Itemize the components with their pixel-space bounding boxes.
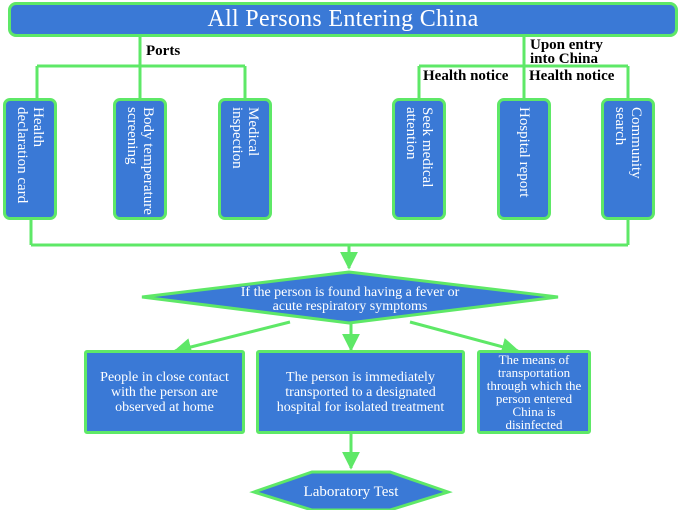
health-notice-right-label: Health notice (529, 68, 615, 84)
entry-measure-community-search: Community search (601, 98, 655, 220)
entry-measure-hospital-report: Hospital report (497, 98, 551, 220)
condition-diamond (141, 270, 559, 325)
title-box: All Persons Entering China (8, 2, 678, 37)
port-measure-health-declaration: Health declaration card (3, 98, 57, 220)
action-home-observation: People in close contact with the person … (84, 350, 245, 434)
lab-test-shape (249, 470, 453, 510)
condition-text: If the person is found having a fever or… (240, 285, 460, 314)
entry-measure-seek-medical: Seek medical attention (392, 98, 446, 220)
action-hospital-treatment: The person is immediately transported to… (256, 350, 465, 434)
port-measure-body-temperature: Body temperature screening (113, 98, 167, 220)
health-notice-left-label: Health notice (423, 68, 509, 84)
port-measure-medical-inspection: Medical inspection (218, 98, 272, 220)
action-transport-disinfected: The means of transportation through whic… (477, 350, 591, 434)
lab-test-label: Laboratory Test (303, 484, 399, 500)
ports-label: Ports (146, 43, 181, 59)
upon-entry-label: Upon entry into China (530, 37, 603, 67)
page-title: All Persons Entering China (207, 6, 479, 32)
